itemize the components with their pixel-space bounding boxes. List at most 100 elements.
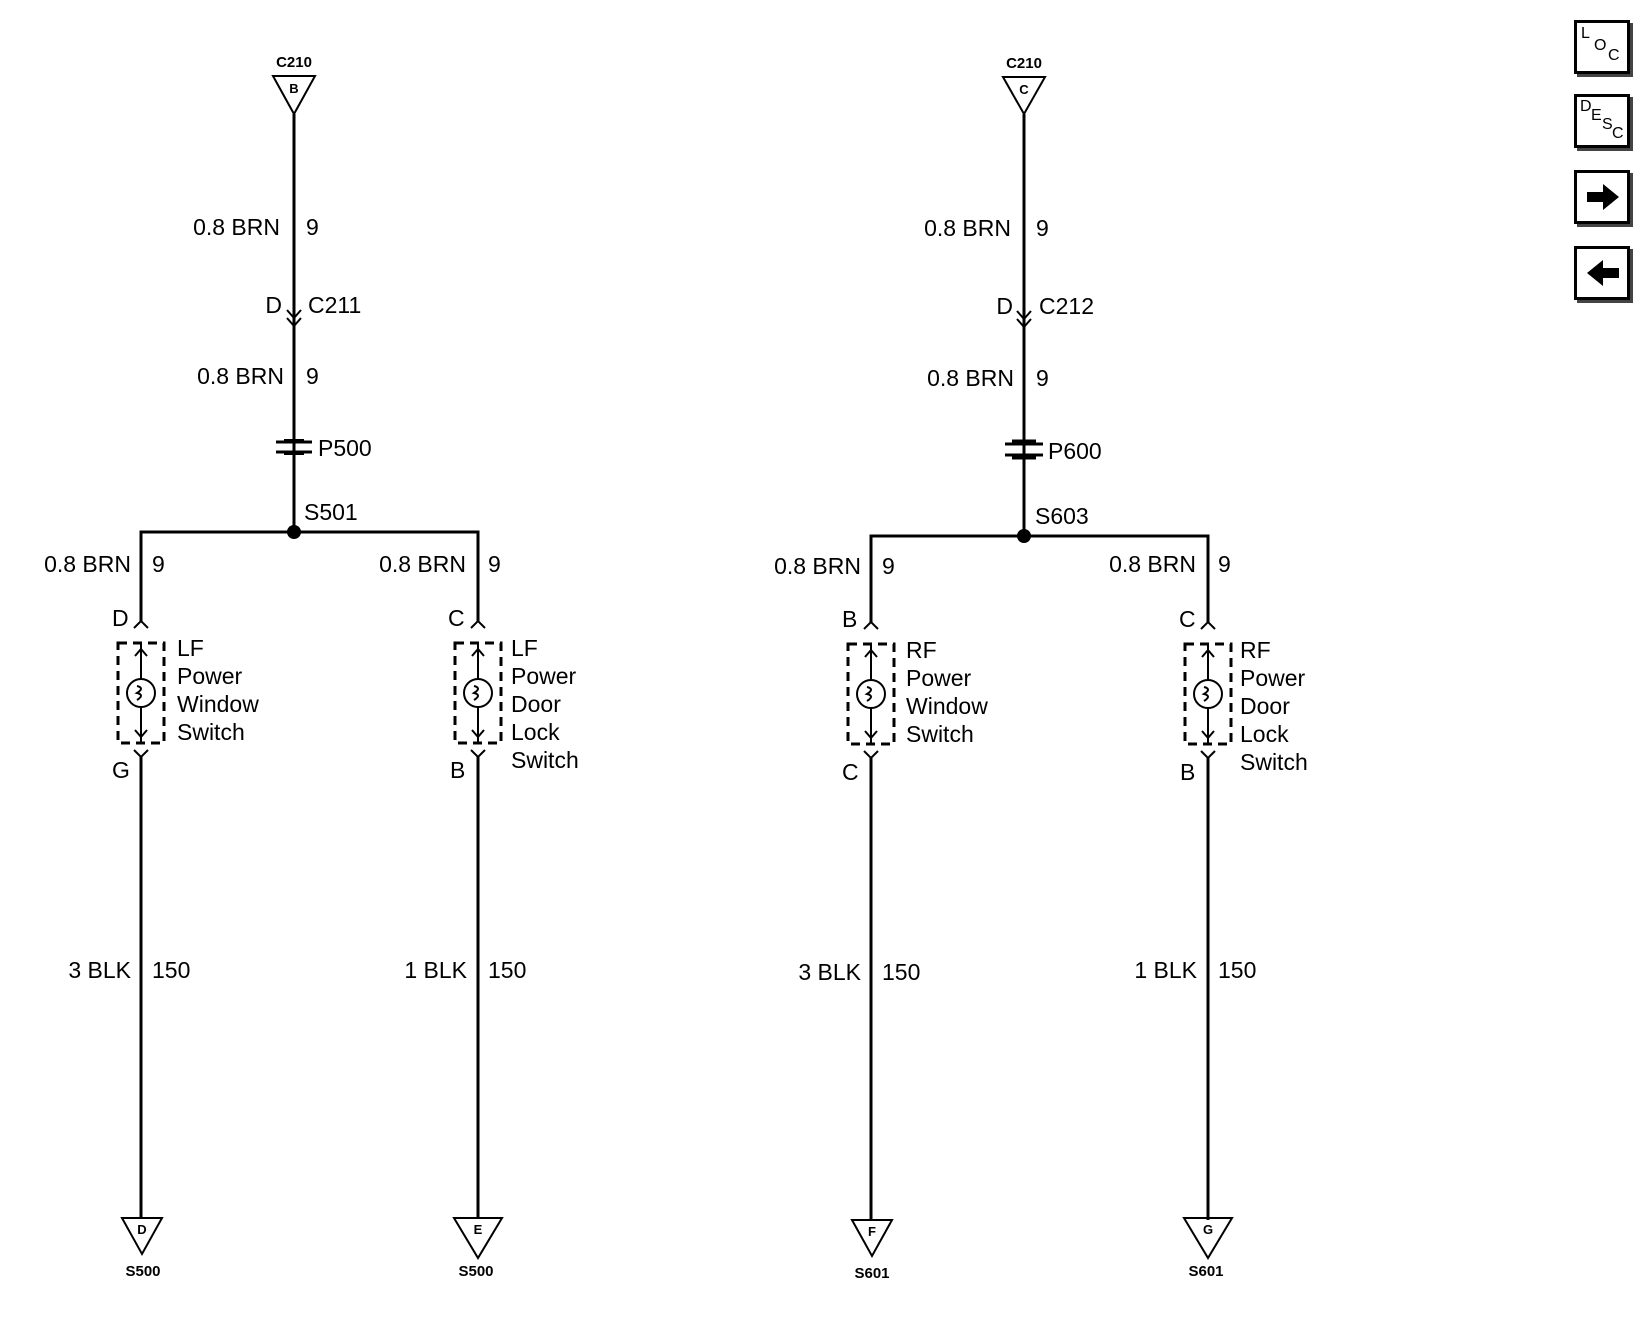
left-branch-b-switch-glyph (471, 685, 479, 701)
left-branch-b-arrow-up (471, 647, 485, 657)
right-window-switch-icon (856, 679, 886, 709)
desc-letter-e: E (1591, 107, 1602, 124)
right-branch-b-name-3: Door (1240, 693, 1290, 719)
arrow-right-icon (1587, 184, 1619, 210)
right-branch-b-name-1: RF (1240, 637, 1271, 663)
left-door-lock-switch-icon (463, 678, 493, 708)
left-branch-a-arrow-down (134, 729, 148, 739)
left-window-switch-icon (126, 678, 156, 708)
right-pass-through-label: P600 (1048, 438, 1102, 464)
left-top-connector-symbol (271, 75, 317, 117)
left-branch-b-chevron-top (470, 619, 486, 629)
left-splice-bus (139, 530, 480, 622)
right-branch-a-name-2: Power (906, 665, 972, 691)
left-splice-label: S501 (304, 499, 358, 525)
right-branch-a-ground-label: 3 BLK (798, 959, 861, 985)
left-branch-b-name-3: Door (511, 691, 561, 717)
left-branch-a-name-2: Power (177, 663, 243, 689)
right-branch-a-pin-bottom: C (842, 759, 859, 785)
right-branch-a-ground-connector (850, 1219, 894, 1259)
left-wire2-circuit: 9 (306, 363, 319, 389)
right-wire1-label: 0.8 BRN (924, 215, 1011, 241)
left-branch-a-switch-glyph (134, 685, 142, 701)
right-inline-connector-chevron-top (1016, 310, 1032, 321)
left-inline-connector-label: C211 (308, 292, 361, 318)
left-branch-a-pin-top: D (112, 605, 129, 631)
left-branch-a-ground-circuit: 150 (152, 957, 190, 983)
left-branch-b-name-1: LF (511, 635, 538, 661)
arrow-left-icon (1587, 260, 1619, 286)
right-branch-b-arrow-up (1201, 648, 1215, 658)
right-branch-b-chevron-bottom (1200, 750, 1216, 760)
back-button[interactable] (1574, 246, 1630, 300)
left-wire2-label: 0.8 BRN (197, 363, 284, 389)
right-pass-through-symbol (1005, 439, 1043, 460)
left-branch-b-name-5: Switch (511, 747, 579, 773)
right-branch-b-ground-pin: G (1203, 1222, 1213, 1237)
right-branch-a-arrow-up (864, 648, 878, 658)
left-top-connector-pin: B (289, 81, 298, 96)
left-branch-a-name-4: Switch (177, 719, 245, 745)
desc-letter-s: S (1602, 116, 1613, 133)
next-button[interactable] (1574, 170, 1630, 224)
left-wire1-label: 0.8 BRN (193, 214, 280, 240)
loc-letter-c: C (1608, 47, 1620, 64)
right-branch-a-name-3: Window (906, 693, 988, 719)
right-branch-b-ground-splice: S601 (1188, 1263, 1223, 1280)
left-branch-a-chevron-bottom (133, 749, 149, 759)
left-branch-b-chevron-bottom (470, 749, 486, 759)
left-branch-b-ground-label: 1 BLK (404, 957, 467, 983)
right-inline-connector-label: C212 (1039, 293, 1094, 319)
right-branch-b-switch-glyph (1201, 686, 1209, 702)
right-top-connector-pin: C (1019, 82, 1029, 97)
left-branch-a-name-3: Window (177, 691, 259, 717)
right-branch-a-switch-glyph (864, 686, 872, 702)
left-branch-b-ground-splice: S500 (458, 1263, 493, 1280)
loc-button[interactable]: L O C (1574, 20, 1630, 74)
right-splice-bus (869, 534, 1210, 622)
right-branch-a-ground-circuit: 150 (882, 959, 920, 985)
left-inline-connector-chevron-top (286, 309, 302, 320)
right-door-lock-switch-icon (1193, 679, 1223, 709)
right-branch-a-ground-splice: S601 (854, 1265, 889, 1282)
left-inline-connector-pin: D (265, 292, 282, 318)
right-branch-b-ground-circuit: 150 (1218, 957, 1256, 983)
right-inline-connector-chevron-bottom (1016, 318, 1032, 329)
right-branch-b-arrow-down (1201, 730, 1215, 740)
right-top-connector-symbol (1001, 76, 1047, 117)
right-top-connector-label: C210 (1006, 55, 1042, 72)
desc-letter-d: D (1580, 98, 1592, 115)
right-splice-label: S603 (1035, 503, 1089, 529)
right-branch-b-name-2: Power (1240, 665, 1306, 691)
right-branch-a-ground-pin: F (868, 1224, 876, 1239)
desc-letter-c: C (1612, 125, 1624, 142)
right-inline-connector-pin: D (996, 293, 1013, 319)
left-inline-connector-chevron-bottom (286, 317, 302, 328)
right-branch-a-arrow-down (864, 730, 878, 740)
right-branch-b-name-5: Switch (1240, 749, 1308, 775)
left-branch-b-name-2: Power (511, 663, 577, 689)
desc-button[interactable]: D E S C (1574, 94, 1630, 148)
left-branch-a-wire-circuit: 9 (152, 551, 165, 577)
left-branch-door-lock: 0.8 BRN 9 C B LF Power Door Lock Switch … (379, 551, 579, 1280)
left-branch-a-ground-pin: D (137, 1222, 146, 1237)
left-branch-b-wire-circuit: 9 (488, 551, 501, 577)
loc-letter-l: L (1581, 25, 1590, 42)
right-branch-window: 0.8 BRN 9 B C RF Power Window Switch 3 B… (774, 553, 988, 1282)
right-branch-b-pin-bottom: B (1180, 759, 1195, 785)
right-branch-b-pin-top: C (1179, 606, 1196, 632)
right-branch-a-name-1: RF (906, 637, 937, 663)
right-branch-door-lock: 0.8 BRN 9 C B RF Power Door Lock Switch … (1109, 551, 1308, 1280)
left-pass-through-symbol (276, 439, 312, 455)
left-branch-window: 0.8 BRN 9 D G LF Power Window Switch 3 B… (44, 551, 259, 1280)
right-branch-a-pin-top: B (842, 606, 857, 632)
left-branch-b-ground-circuit: 150 (488, 957, 526, 983)
right-branch-b-wire-label: 0.8 BRN (1109, 551, 1196, 577)
right-branch-a-name-4: Switch (906, 721, 974, 747)
right-wire1-circuit: 9 (1036, 215, 1049, 241)
left-branch-b-pin-top: C (448, 605, 465, 631)
loc-letter-o: O (1594, 37, 1607, 54)
left-top-connector-label: C210 (276, 54, 312, 71)
right-circuit: C210 C 0.8 BRN 9 D C212 0.8 BRN 9 P600 S… (774, 55, 1308, 1282)
